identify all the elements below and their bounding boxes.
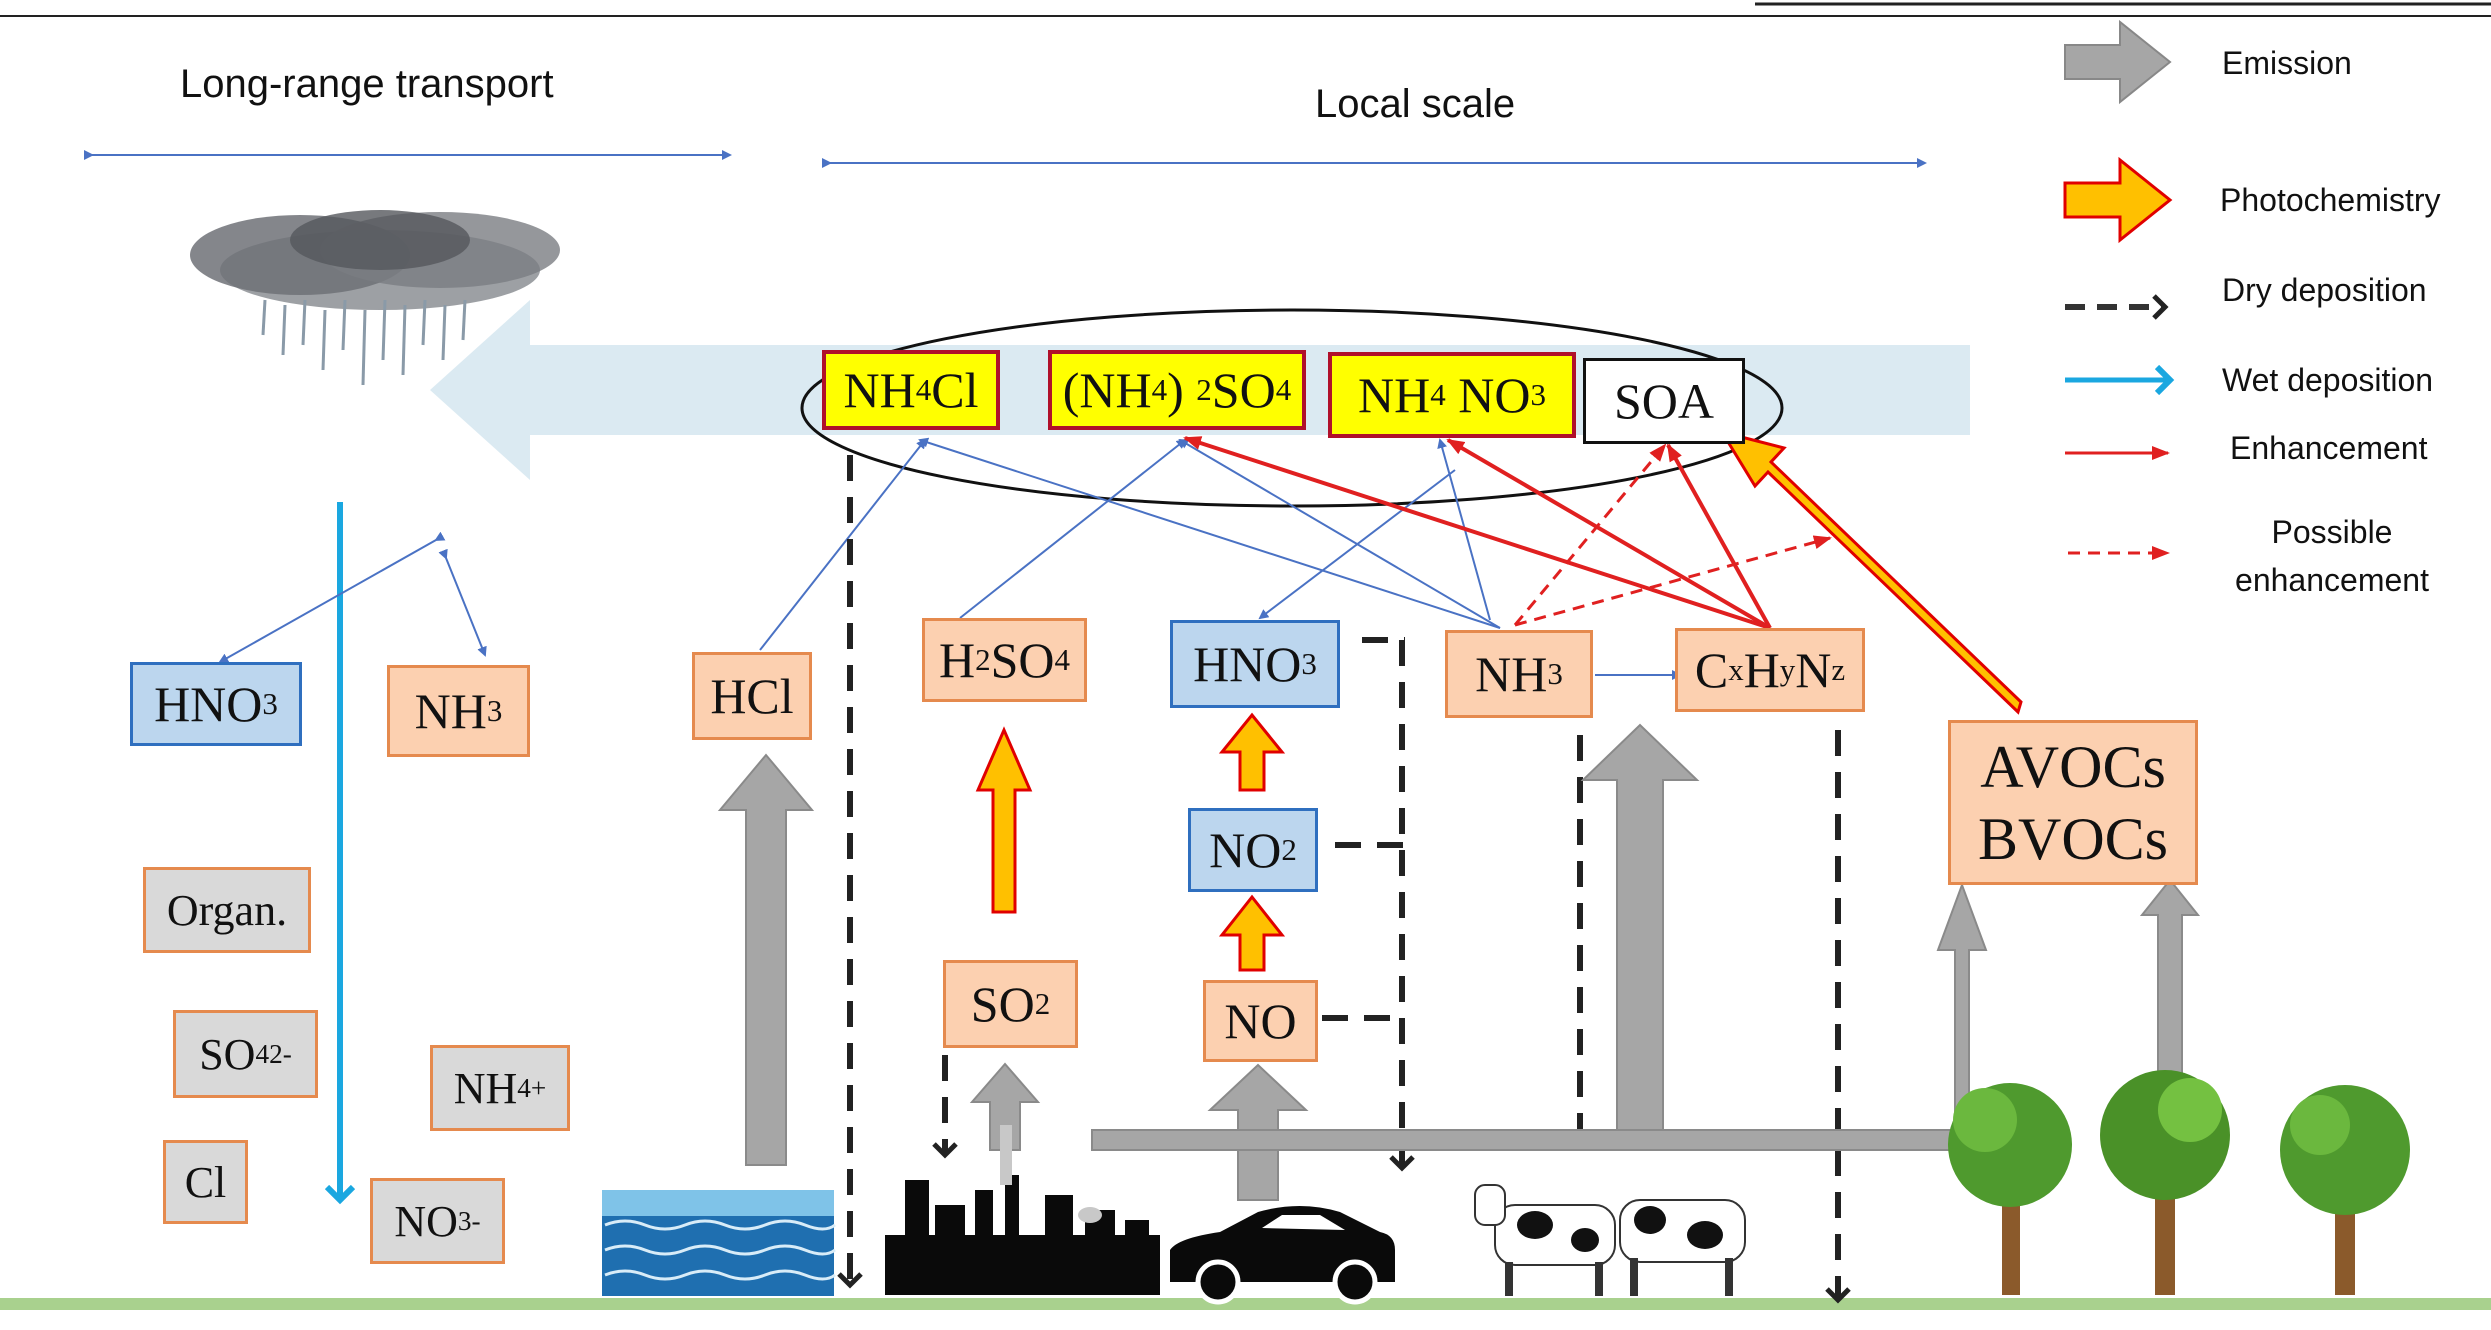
factory-icon — [885, 1125, 1160, 1295]
trees-icon — [1948, 1070, 2410, 1295]
box-hcl: HCl — [692, 652, 812, 740]
legend-wet-deposition-label: Wet deposition — [2222, 362, 2434, 398]
legend-photochemistry-label: Photochemistry — [2220, 182, 2441, 218]
long-range-label: Long-range transport — [180, 62, 554, 106]
vocs-line1: AVOCs — [1980, 733, 2166, 800]
lr-nh3-arrow — [438, 548, 487, 657]
box-vocs: AVOCs BVOCs — [1948, 720, 2198, 885]
reaction-arrows — [759, 437, 1682, 680]
car-icon — [1170, 1206, 1395, 1305]
legend-symbols — [2063, 19, 2173, 560]
legend-photochemistry-icon — [2063, 156, 2173, 244]
legend-possible-enhancement-label: Possible enhancement — [2232, 508, 2432, 604]
ground-line — [0, 1298, 2491, 1310]
enhancement-arrows — [1183, 436, 1772, 630]
photochemistry-arrows — [975, 429, 2023, 972]
vocs-line2: BVOCs — [1977, 805, 2169, 872]
emission-arrows — [717, 723, 2201, 1201]
legend-possible-line1: Possible — [2271, 514, 2393, 550]
box-no: NO — [1203, 980, 1318, 1062]
dry-deposition-links — [1322, 637, 1405, 1021]
lr-box-organ: Organ. — [143, 867, 311, 953]
legend-emission-icon — [2064, 19, 2172, 105]
lr-box-cl: Cl — [163, 1140, 248, 1224]
legend-enhancement-label: Enhancement — [2230, 430, 2428, 466]
box-soa: SOA — [1583, 358, 1745, 444]
legend-dry-deposition-label: Dry deposition — [2222, 272, 2427, 308]
legend-possible-line2: enhancement — [2235, 562, 2429, 598]
possible-enhancement-arrows — [1513, 443, 1832, 627]
legend-emission-label: Emission — [2222, 45, 2352, 81]
cows-icon — [1474, 1184, 1746, 1296]
dry-deposition-arrows — [837, 455, 1851, 1304]
water-icon — [602, 1190, 836, 1296]
lr-hno3-arrow — [218, 531, 446, 663]
local-scale-label: Local scale — [1315, 82, 1516, 126]
rain-cloud-icon — [190, 210, 560, 386]
